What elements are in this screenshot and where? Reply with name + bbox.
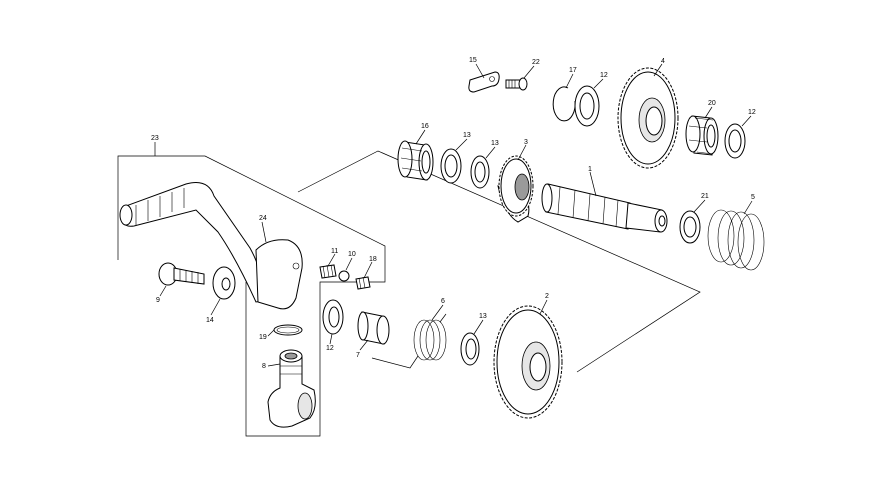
callout-4: 4 (661, 58, 665, 65)
shaft-assembly-outline (297, 150, 701, 373)
callout-11: 11 (331, 248, 338, 255)
callout-13-b: 13 (491, 140, 499, 147)
callout-21: 21 (701, 193, 709, 200)
part-9-bolt (158, 262, 205, 286)
callout-3: 3 (524, 139, 528, 146)
part-10-ball (338, 270, 350, 282)
part-11-spring (319, 264, 337, 279)
callout-18: 18 (369, 256, 377, 263)
part-5-spring (707, 209, 765, 271)
callout-7: 7 (356, 352, 360, 359)
callout-22: 22 (532, 59, 540, 66)
callout-14: 14 (206, 317, 214, 324)
callout-5: 5 (751, 194, 755, 201)
part-22-screw (505, 77, 528, 91)
part-2-gear (493, 305, 563, 419)
callout-19: 19 (259, 334, 267, 341)
callout-23: 23 (151, 135, 159, 142)
callout-20: 20 (708, 100, 716, 107)
kickstart-lever-outline (117, 155, 386, 437)
callout-12-left: 12 (326, 345, 334, 352)
callout-12-top: 12 (600, 72, 608, 79)
part-12-washer-right (724, 123, 746, 159)
callout-8: 8 (262, 363, 266, 370)
callout-15: 15 (469, 57, 477, 64)
part-23-kickstart-lever (119, 182, 269, 303)
callout-2: 2 (545, 293, 549, 300)
callout-1: 1 (588, 166, 592, 173)
part-16-needle-bearing (397, 140, 434, 181)
part-12-washer-top (574, 85, 600, 127)
part-1-shaft (541, 183, 668, 233)
part-13-washer-a (440, 148, 462, 184)
callout-6: 6 (441, 298, 445, 305)
part-15-plate (468, 71, 500, 93)
callout-labels: 1 2 3 4 5 6 7 8 9 10 11 12 12 12 13 13 1… (151, 57, 756, 370)
part-13-washer-c (460, 332, 480, 366)
part-3-ratchet (497, 155, 534, 223)
part-6-torsion-spring (371, 313, 447, 369)
part-20-needle-bearing (685, 115, 719, 156)
callout-12-right: 12 (748, 109, 756, 116)
part-12-washer-left (322, 299, 344, 335)
part-19-o-ring (273, 324, 303, 336)
callout-10: 10 (348, 251, 356, 258)
part-17-circlip (552, 86, 576, 122)
callout-13-c: 13 (479, 313, 487, 320)
callout-24: 24 (259, 215, 267, 222)
part-18-plunger (355, 276, 371, 290)
part-14-washer (212, 266, 236, 300)
part-8-kickstart-shaft (267, 349, 316, 428)
callout-9: 9 (156, 297, 160, 304)
callout-16: 16 (421, 123, 429, 130)
part-13-washer-b (470, 155, 490, 189)
part-24-lever-clamp (255, 239, 303, 310)
callout-17: 17 (569, 67, 577, 74)
part-21-washer (679, 210, 701, 244)
leader-lines (154, 63, 753, 367)
part-4-gear (617, 67, 679, 169)
part-7-bushing (357, 311, 390, 345)
callout-13-a: 13 (463, 132, 471, 139)
